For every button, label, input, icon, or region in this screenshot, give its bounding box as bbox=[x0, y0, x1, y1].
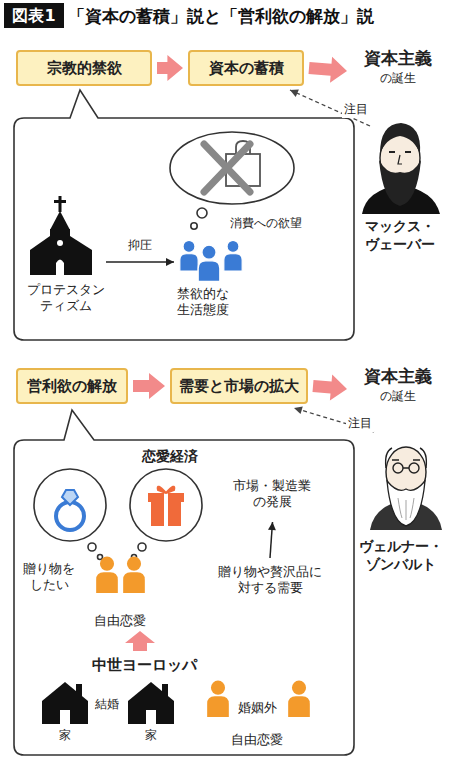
gift-icon bbox=[148, 487, 184, 526]
callout-panel bbox=[14, 90, 354, 340]
node-text: 婚姻外 bbox=[232, 700, 282, 716]
thought-bubble bbox=[34, 469, 202, 560]
arrow-head bbox=[294, 407, 303, 415]
node-text: 贈り物をしたい bbox=[20, 561, 78, 594]
free-label: 結婚 bbox=[95, 697, 119, 712]
connector bbox=[157, 55, 183, 81]
edge-label: 注目 bbox=[346, 416, 374, 432]
callout-panel bbox=[14, 410, 354, 755]
connector bbox=[106, 258, 174, 266]
node-text: 自由恋愛 bbox=[221, 732, 293, 748]
node-text: 宗教的禁欲 bbox=[47, 59, 122, 78]
house-node: 家 bbox=[36, 678, 94, 748]
result-text: 資本主義の誕生 bbox=[352, 48, 444, 94]
node-text: 家 bbox=[122, 728, 180, 743]
node-text: 消費への欲望 bbox=[228, 216, 304, 231]
node-text: 中世ヨーロッパ bbox=[88, 656, 200, 675]
arrow-head bbox=[290, 90, 299, 97]
node-text: 図表1 bbox=[12, 6, 55, 26]
arrow-shape bbox=[133, 373, 165, 399]
connector-line bbox=[294, 408, 374, 432]
figure-tag: 図表1 bbox=[4, 3, 64, 28]
process-box: 需要と市場の拡大 bbox=[170, 368, 308, 404]
connector bbox=[309, 57, 348, 83]
arrow-head bbox=[268, 522, 276, 530]
group-node: 中世ヨーロッパ家 家 婚姻外自由恋愛 bbox=[30, 652, 330, 752]
house-node: 家 bbox=[122, 678, 180, 748]
edge-label: 注目 bbox=[342, 102, 370, 118]
edge-label: 抑圧 bbox=[126, 238, 154, 254]
arrow-shape bbox=[309, 57, 348, 83]
connector-line bbox=[106, 261, 174, 263]
callout-panel: 恋愛経済贈り物をしたい自由恋愛 市場・製造業の発展贈り物や贅沢品に対する需要中世ヨ… bbox=[14, 440, 354, 755]
node-text: 自由恋愛 bbox=[92, 613, 148, 629]
connector bbox=[125, 631, 155, 651]
process-box: 営利欲の解放 bbox=[16, 368, 128, 404]
node-text: 家 bbox=[36, 728, 94, 743]
portrait-sombart bbox=[370, 447, 442, 530]
church-icon bbox=[30, 196, 92, 275]
arrow-shape bbox=[125, 631, 155, 651]
connector-line bbox=[290, 90, 370, 126]
process-box: 資本の蓄積 bbox=[188, 50, 304, 86]
arrow-shape bbox=[313, 375, 348, 401]
people-icon bbox=[180, 240, 242, 281]
connector bbox=[313, 375, 348, 401]
connector bbox=[133, 373, 165, 399]
thought-bubble bbox=[170, 132, 294, 229]
node-text: プロテスタンティズム bbox=[24, 282, 108, 315]
result-text: 資本主義の誕生 bbox=[352, 366, 444, 412]
node-text: 市場・製造業の発展 bbox=[231, 478, 313, 511]
node-text: 贈り物や贅沢品に対する需要 bbox=[216, 564, 324, 597]
portrait-weber bbox=[362, 123, 440, 214]
node-text: 需要と市場の拡大 bbox=[179, 377, 299, 396]
portrait-node: マックス・ヴェーバー bbox=[352, 118, 448, 256]
node-text: マックス・ヴェーバー bbox=[363, 218, 437, 253]
node-text: 禁欲的な生活態度 bbox=[174, 286, 232, 319]
connector bbox=[268, 522, 276, 558]
text-node: 贈り物や贅沢品に対する需要 bbox=[205, 562, 335, 604]
node-text: の誕生 bbox=[352, 389, 444, 404]
ring-icon bbox=[56, 490, 84, 530]
callout-panel: プロテスタンティズム 禁欲的な生活態度 消費への欲望 bbox=[14, 118, 354, 340]
diagram-title: 「資本の蓄積」説と「営利欲の解放」説 bbox=[68, 5, 374, 28]
node-text: 恋愛経済 bbox=[114, 448, 226, 466]
icon-node: 贈り物をしたい自由恋愛 bbox=[18, 545, 153, 629]
connector bbox=[294, 407, 374, 433]
connector bbox=[290, 90, 370, 126]
portrait-node: ヴェルナー・ゾンバルト bbox=[352, 426, 450, 578]
couple-node: 婚姻外自由恋愛 bbox=[200, 678, 315, 750]
icon-node: プロテスタンティズム bbox=[20, 200, 112, 322]
node-text: 資本主義 bbox=[352, 48, 444, 69]
node-text: の誕生 bbox=[352, 71, 444, 86]
text-node: 市場・製造業の発展 bbox=[215, 476, 330, 518]
arrow-shape bbox=[157, 55, 183, 81]
process-box: 宗教的禁欲 bbox=[16, 50, 152, 86]
node-text: 営利欲の解放 bbox=[27, 377, 117, 396]
arrow-head bbox=[166, 258, 174, 266]
node-text: ヴェルナー・ゾンバルト bbox=[357, 538, 445, 573]
shopping-bag-crossed bbox=[204, 141, 260, 192]
thought-bubble-node: 消費への欲望 bbox=[158, 132, 308, 236]
house-icon bbox=[42, 682, 174, 724]
node-text: 資本の蓄積 bbox=[209, 59, 284, 78]
node-text: 資本主義 bbox=[352, 366, 444, 387]
icon-node: 禁欲的な生活態度 bbox=[160, 230, 252, 322]
